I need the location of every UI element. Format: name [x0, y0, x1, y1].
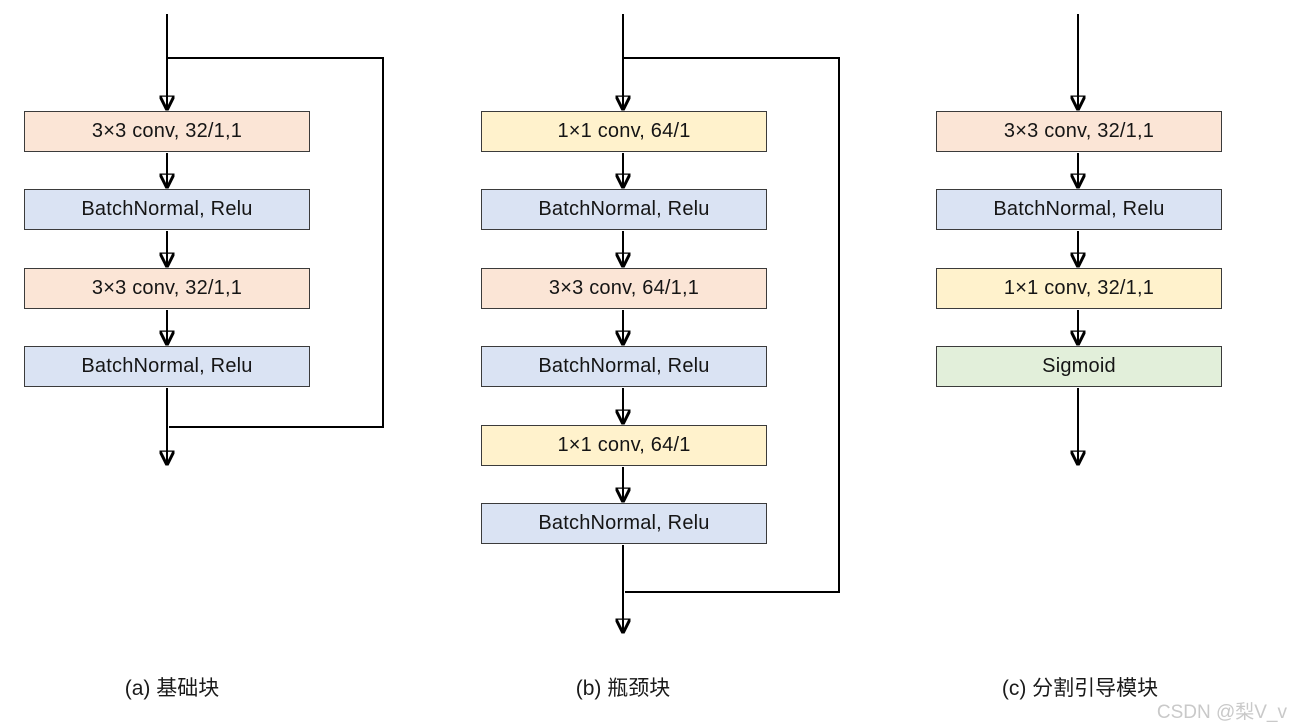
block-a-batchnorm-1: BatchNormal, Relu — [24, 189, 310, 230]
caption-c: (c) 分割引导模块 — [1001, 677, 1159, 700]
block-b-conv1x1-2: 1×1 conv, 64/1 — [481, 425, 767, 466]
block-b-conv3x3-1: 3×3 conv, 64/1,1 — [481, 268, 767, 309]
watermark: CSDN @梨V_v — [1156, 702, 1287, 723]
column-a-connectors — [167, 14, 384, 463]
block-a-conv3x3-2: 3×3 conv, 32/1,1 — [24, 268, 310, 309]
block-b-batchnorm-3: BatchNormal, Relu — [481, 503, 767, 544]
block-a-batchnorm-2: BatchNormal, Relu — [24, 346, 310, 387]
caption-b: (b) 瓶颈块 — [575, 677, 671, 700]
caption-a: (a) 基础块 — [124, 677, 220, 700]
block-c-sigmoid: Sigmoid — [936, 346, 1222, 387]
block-c-batchnorm-1: BatchNormal, Relu — [936, 189, 1222, 230]
block-b-batchnorm-2: BatchNormal, Relu — [481, 346, 767, 387]
block-b-conv1x1-1: 1×1 conv, 64/1 — [481, 111, 767, 152]
block-c-conv1x1-1: 1×1 conv, 32/1,1 — [936, 268, 1222, 309]
block-a-conv3x3-1: 3×3 conv, 32/1,1 — [24, 111, 310, 152]
block-c-conv3x3-1: 3×3 conv, 32/1,1 — [936, 111, 1222, 152]
block-b-batchnorm-1: BatchNormal, Relu — [481, 189, 767, 230]
